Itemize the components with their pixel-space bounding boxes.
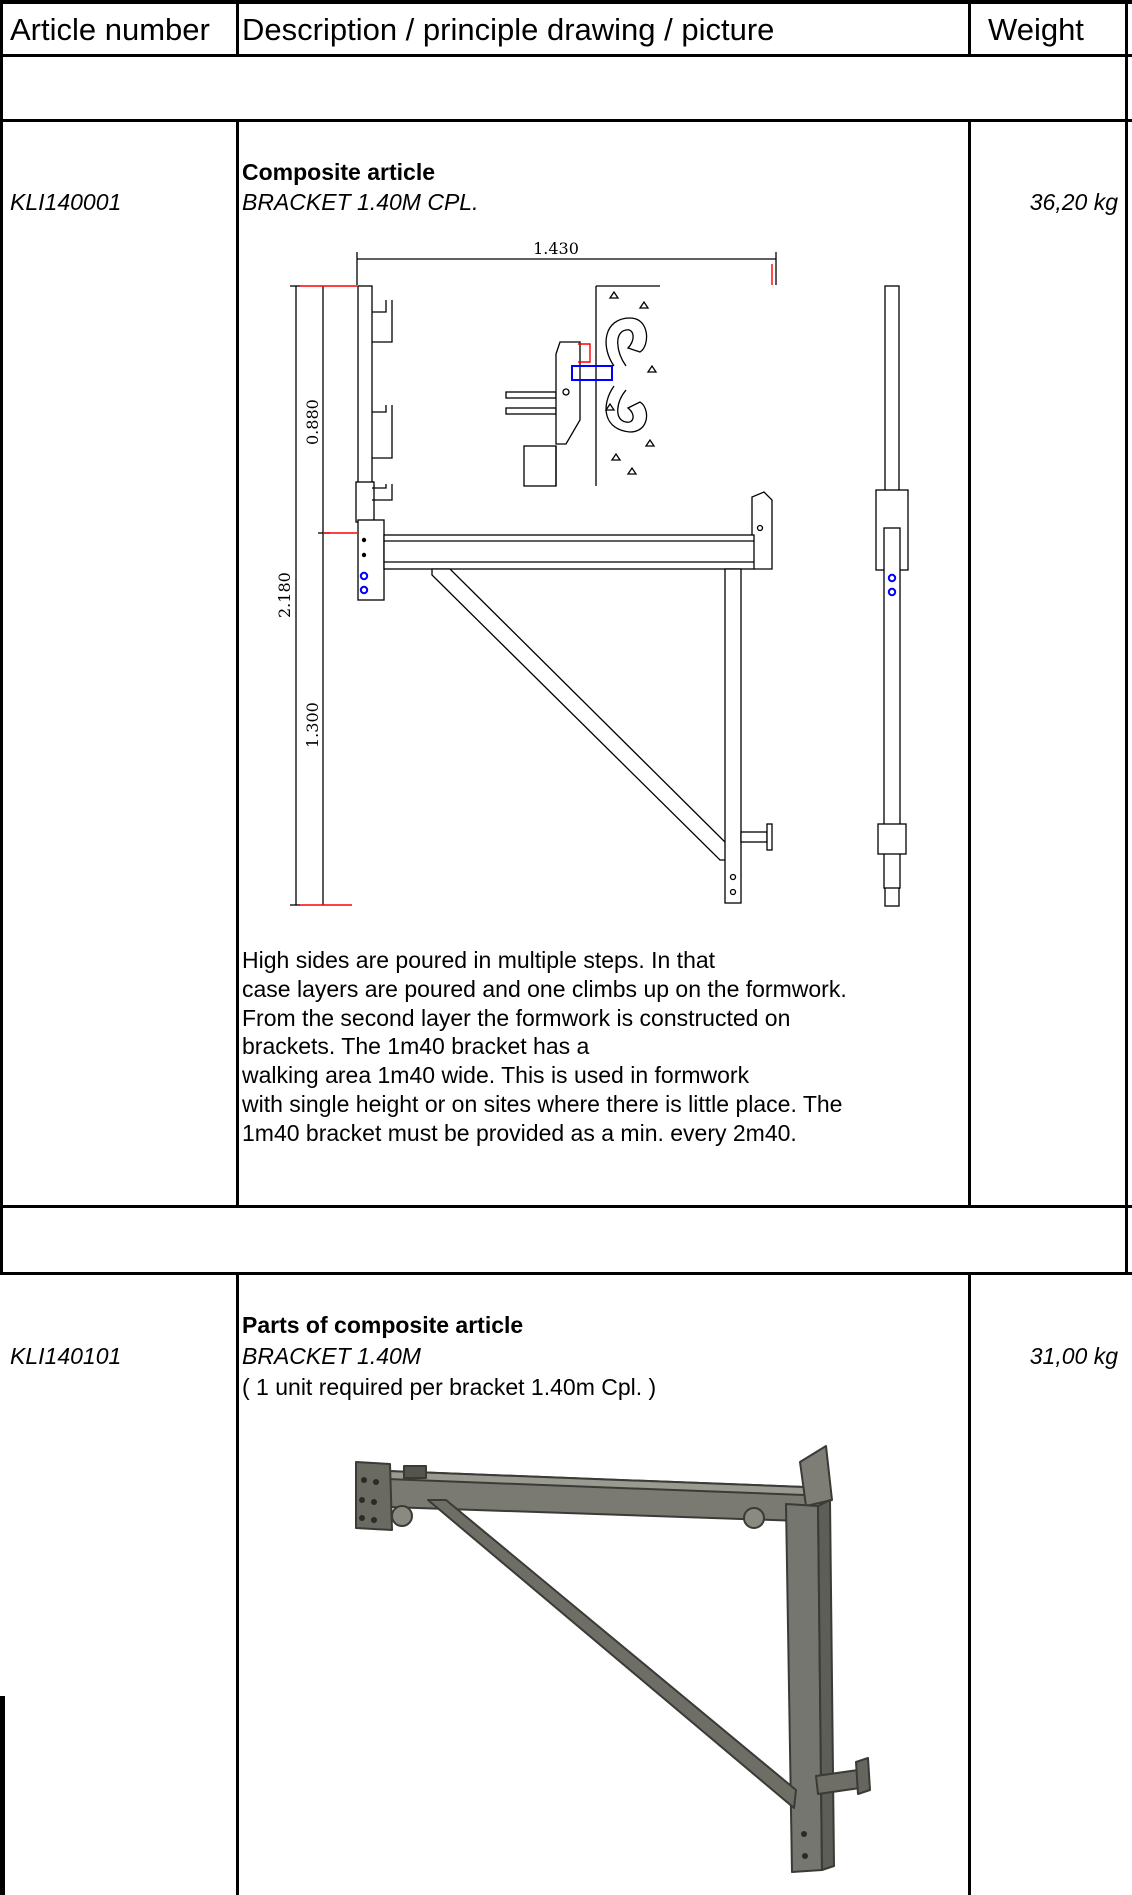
spacer-row-1-bottom-border [0, 119, 1132, 122]
table-top-border [0, 0, 1132, 4]
item-1-description-line: 1m40 bracket must be provided as a min. … [242, 1119, 797, 1146]
dimension-width-label: 1.430 [533, 239, 579, 258]
dimension-lower-label: 1.300 [303, 702, 322, 748]
item-1-description-line: with single height or on sites where the… [242, 1090, 843, 1117]
column-divider-2-header [968, 0, 971, 56]
item-1-article-number: KLI140001 [10, 189, 122, 215]
header-description: Description / principle drawing / pictur… [242, 12, 775, 47]
anchor-loop-upper [605, 317, 648, 367]
item-1-description: High sides are poured in multiple steps.… [242, 946, 847, 1148]
column-divider-1-item-1 [236, 120, 239, 1207]
photo-top-beam [359, 1469, 831, 1523]
column-divider-2-item-2 [968, 1273, 971, 1895]
diagonal-brace [431, 568, 729, 861]
item-1-description-line: From the second layer the formwork is co… [242, 1004, 791, 1031]
hook-1 [372, 300, 393, 343]
page-edge-mark [0, 1696, 5, 1895]
dimension-upper-label: 0.880 [303, 399, 322, 445]
item-2-weight: 31,00 kg [1029, 1343, 1118, 1369]
anchor-loop-lower [605, 385, 648, 433]
table-left-border [0, 0, 3, 1275]
photo-vertical-leg [785, 1503, 823, 1873]
item-2-article-number: KLI140101 [10, 1343, 122, 1369]
anchor-plate [555, 341, 581, 445]
column-divider-1-item-2 [236, 1273, 239, 1895]
item-1-name: BRACKET 1.40M CPL. [242, 189, 479, 215]
photo-end-plate [355, 1461, 393, 1531]
table-right-border [1125, 0, 1128, 1275]
vertical-leg [724, 568, 742, 904]
item-1-description-line: walking area 1m40 wide. This is used in … [242, 1062, 750, 1089]
item-2-category: Parts of composite article [242, 1312, 524, 1338]
header-weight: Weight [988, 12, 1084, 47]
horizontal-beam [383, 534, 755, 570]
item-1-description-line: brackets. The 1m40 bracket has a [242, 1033, 590, 1060]
item-1-bottom-border [0, 1205, 1132, 1208]
item-1-category: Composite article [242, 159, 435, 185]
column-divider-2-item-1 [968, 120, 971, 1207]
header-bottom-border [0, 54, 1132, 57]
item-2-note: ( 1 unit required per bracket 1.40m Cpl.… [242, 1374, 657, 1400]
item-1-description-line: High sides are poured in multiple steps.… [242, 947, 716, 973]
dimension-total-label: 2.180 [275, 572, 294, 618]
hook-3 [372, 484, 393, 501]
side-elevation-post [884, 285, 900, 907]
post [357, 285, 373, 487]
hook-2 [372, 405, 393, 459]
item-1-weight: 36,20 kg [1029, 189, 1118, 215]
item-1-description-line: case layers are poured and one climbs up… [242, 975, 847, 1002]
spacer-row-2-bottom-border [0, 1272, 1132, 1275]
header-article-number: Article number [10, 12, 210, 47]
photo-diagonal-brace [427, 1499, 797, 1809]
item-2-name: BRACKET 1.40M [242, 1343, 421, 1369]
column-divider-1-header [236, 0, 239, 56]
